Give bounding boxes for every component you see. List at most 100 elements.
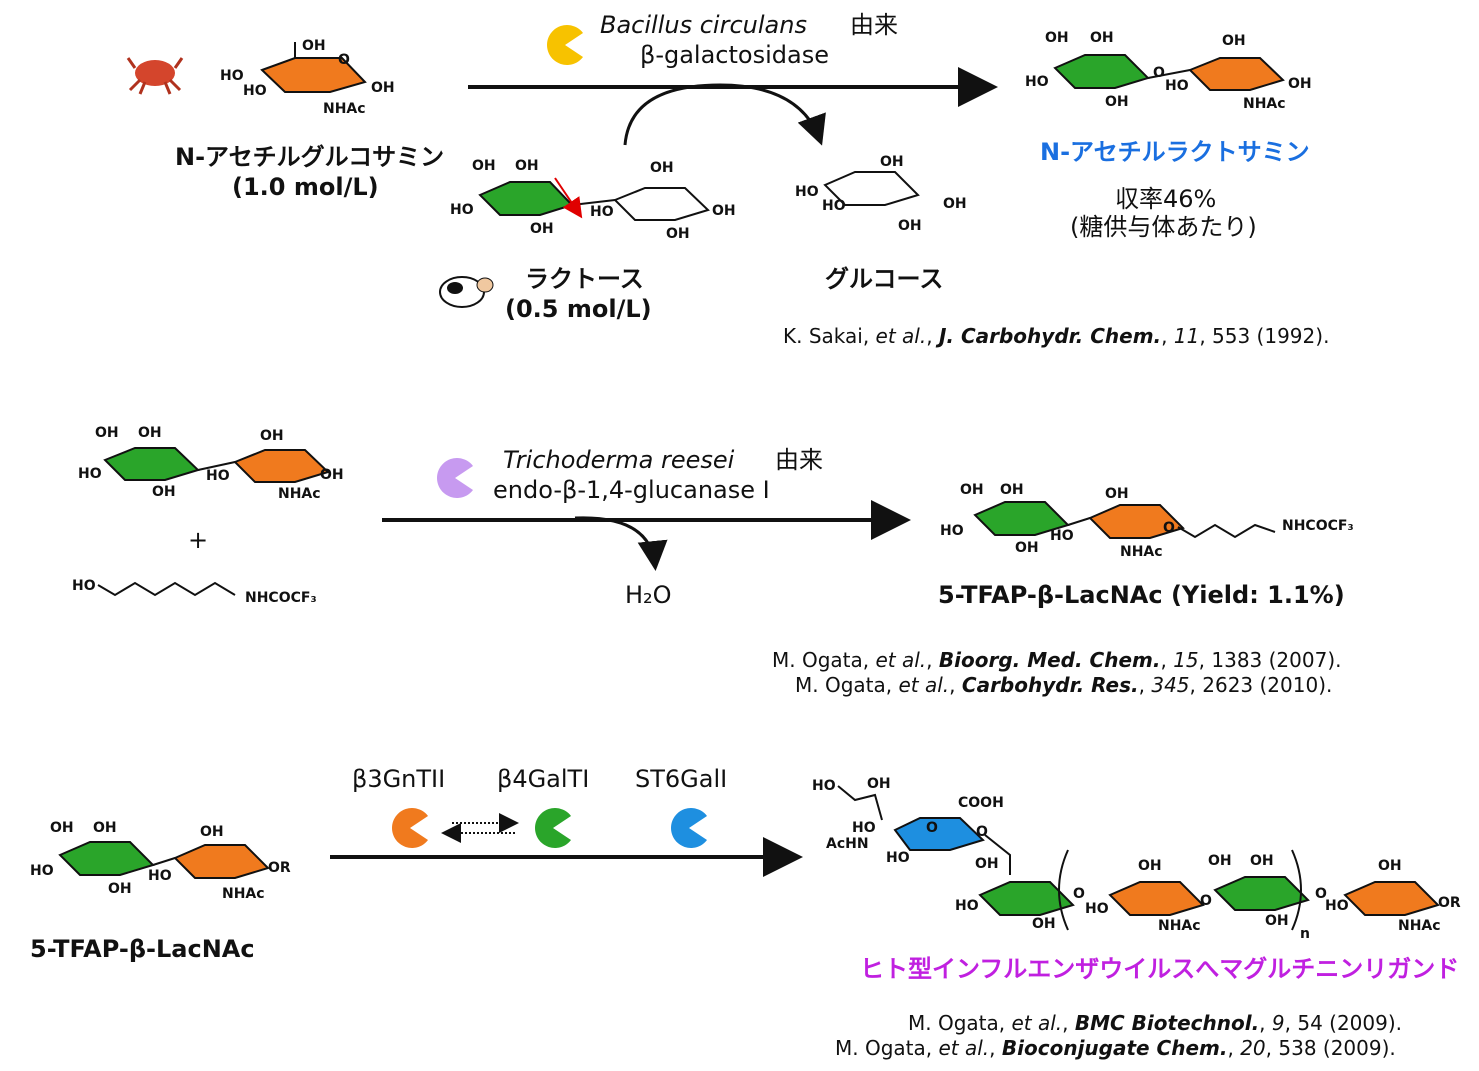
svg-text:HO: HO [886, 850, 910, 866]
svg-text:NHAc: NHAc [1120, 544, 1163, 560]
svg-text:OH: OH [200, 824, 224, 840]
enzyme-organism-1: Bacillus circulans [600, 11, 807, 39]
svg-text:OH: OH [1208, 853, 1232, 869]
svg-text:n: n [1300, 926, 1310, 942]
svg-text:OH: OH [108, 881, 132, 897]
svg-text:OH: OH [93, 820, 117, 836]
svg-text:OH: OH [1015, 540, 1039, 556]
glcnac-donor: OH HO HO NHAc OH O [220, 38, 395, 117]
enzyme-icon-2 [436, 458, 473, 499]
svg-text:NHAc: NHAc [278, 486, 321, 502]
acceptor-label: ラクトース [525, 265, 644, 293]
svg-text:HO: HO [1050, 528, 1074, 544]
svg-text:NHAc: NHAc [1158, 918, 1201, 934]
glucose-structure: OH HO HO OH OH [795, 154, 967, 234]
svg-text:HO: HO [590, 204, 614, 220]
svg-text:OH: OH [472, 158, 496, 174]
svg-text:HO: HO [30, 863, 54, 879]
svg-text:OH: OH [1250, 853, 1274, 869]
enzyme-st6gali: ST6GalI [635, 765, 727, 793]
svg-text:OH: OH [260, 428, 284, 444]
svg-text:HO: HO [206, 468, 230, 484]
svg-text:O: O [1153, 65, 1165, 81]
svg-text:OH: OH [1378, 858, 1402, 874]
lactose-structure: OH OH HO OH HO OH OH OH [450, 158, 736, 242]
svg-text:OH: OH [898, 218, 922, 234]
reference-3b: M. Ogata, et al., Bioconjugate Chem., 20… [835, 1036, 1396, 1060]
svg-text:OR: OR [268, 860, 291, 876]
svg-text:AcHN: AcHN [826, 836, 869, 852]
svg-text:HO: HO [1085, 901, 1109, 917]
svg-text:O: O [976, 824, 988, 840]
lacnac-donor-2: OH OH HO OH OH HO NHAc OH [78, 425, 344, 502]
reference-2b: M. Ogata, et al., Carbohydr. Res., 345, … [795, 673, 1332, 697]
curved-arrow-1 [623, 83, 826, 146]
svg-text:由来: 由来 [775, 446, 823, 474]
svg-text:O: O [1163, 520, 1175, 536]
svg-text:OH: OH [1105, 94, 1129, 110]
yield-label: 収率46% [1115, 185, 1216, 213]
enzyme-b4galti: β4GalTI [497, 765, 589, 793]
svg-text:HO: HO [1165, 78, 1189, 94]
svg-text:O: O [1315, 886, 1327, 902]
svg-text:HO: HO [1025, 74, 1049, 90]
enzyme-icon-st6gali [671, 808, 707, 849]
enzyme-name-1: β-galactosidase [640, 41, 829, 69]
enzyme-b3gntii: β3GnTII [352, 765, 445, 793]
svg-text:OH: OH [371, 80, 395, 96]
sialyl-ligand-structure: HO OH HO AcHN COOH O HO O OH HO OH O OH … [812, 776, 1461, 942]
cow-icon [439, 276, 494, 308]
svg-text:OH: OH [152, 484, 176, 500]
reference-3a: M. Ogata, et al., BMC Biotechnol., 9, 54… [908, 1011, 1402, 1035]
svg-text:OH: OH [867, 776, 891, 792]
svg-text:OH: OH [880, 154, 904, 170]
crab-icon [126, 57, 184, 95]
lacnac-substrate-3: OH OH HO OH OH HO NHAc OR [30, 820, 291, 902]
svg-text:HO: HO [852, 820, 876, 836]
tfap-linker: HO NHCOCF₃ [72, 578, 317, 606]
svg-text:OH: OH [975, 856, 999, 872]
svg-text:HO: HO [148, 868, 172, 884]
svg-text:O: O [1073, 886, 1085, 902]
svg-text:HO: HO [822, 198, 846, 214]
enzyme-icon-b3gntii [392, 808, 428, 849]
svg-text:OH: OH [1288, 76, 1312, 92]
svg-text:COOH: COOH [958, 795, 1004, 811]
enzyme-icon-1 [547, 25, 583, 65]
svg-text:OH: OH [138, 425, 162, 441]
svg-text:HO: HO [450, 202, 474, 218]
svg-text:OH: OH [302, 38, 326, 54]
svg-text:由来: 由来 [850, 11, 898, 39]
dotted-equilibrium-arrows [441, 813, 519, 843]
product-label-2: 5-TFAP-β-LacNAc (Yield: 1.1%) [938, 581, 1345, 609]
svg-text:OH: OH [530, 221, 554, 237]
svg-text:HO: HO [812, 778, 836, 794]
svg-text:NHAc: NHAc [323, 101, 366, 117]
svg-text:NHAc: NHAc [1398, 918, 1441, 934]
svg-text:OH: OH [666, 226, 690, 242]
svg-text:HO: HO [243, 83, 267, 99]
byproduct-label: グルコース [825, 265, 943, 293]
svg-text:NHCOCF₃: NHCOCF₃ [245, 590, 317, 606]
svg-text:OH: OH [1045, 30, 1069, 46]
svg-text:O: O [338, 52, 350, 68]
svg-text:HO: HO [955, 898, 979, 914]
enzyme-organism-2: Trichoderma reesei [503, 446, 735, 474]
svg-text:OH: OH [1090, 30, 1114, 46]
svg-text:OH: OH [960, 482, 984, 498]
tfap-lacnac-product: OH OH HO OH OH HO NHAc O NHCOCF₃ [940, 482, 1354, 560]
svg-text:OH: OH [1138, 858, 1162, 874]
ligand-label: ヒト型インフルエンザウイルスへマグルチニンリガンド [860, 955, 1459, 983]
reference-1: K. Sakai, et al., J. Carbohydr. Chem., 1… [783, 324, 1329, 348]
svg-text:OR: OR [1438, 895, 1461, 911]
lacnac-product: OH OH HO OH O OH HO NHAc OH [1025, 30, 1312, 112]
svg-text:OH: OH [1222, 33, 1246, 49]
enzyme-name-2: endo-β-1,4-glucanase I [493, 476, 770, 504]
substrate-label-3: 5-TFAP-β-LacNAc [30, 935, 255, 963]
svg-text:HO: HO [78, 466, 102, 482]
svg-text:OH: OH [50, 820, 74, 836]
svg-text:NHAc: NHAc [1243, 96, 1286, 112]
donor-label: N-アセチルグルコサミン [175, 143, 444, 171]
svg-text:OH: OH [712, 203, 736, 219]
